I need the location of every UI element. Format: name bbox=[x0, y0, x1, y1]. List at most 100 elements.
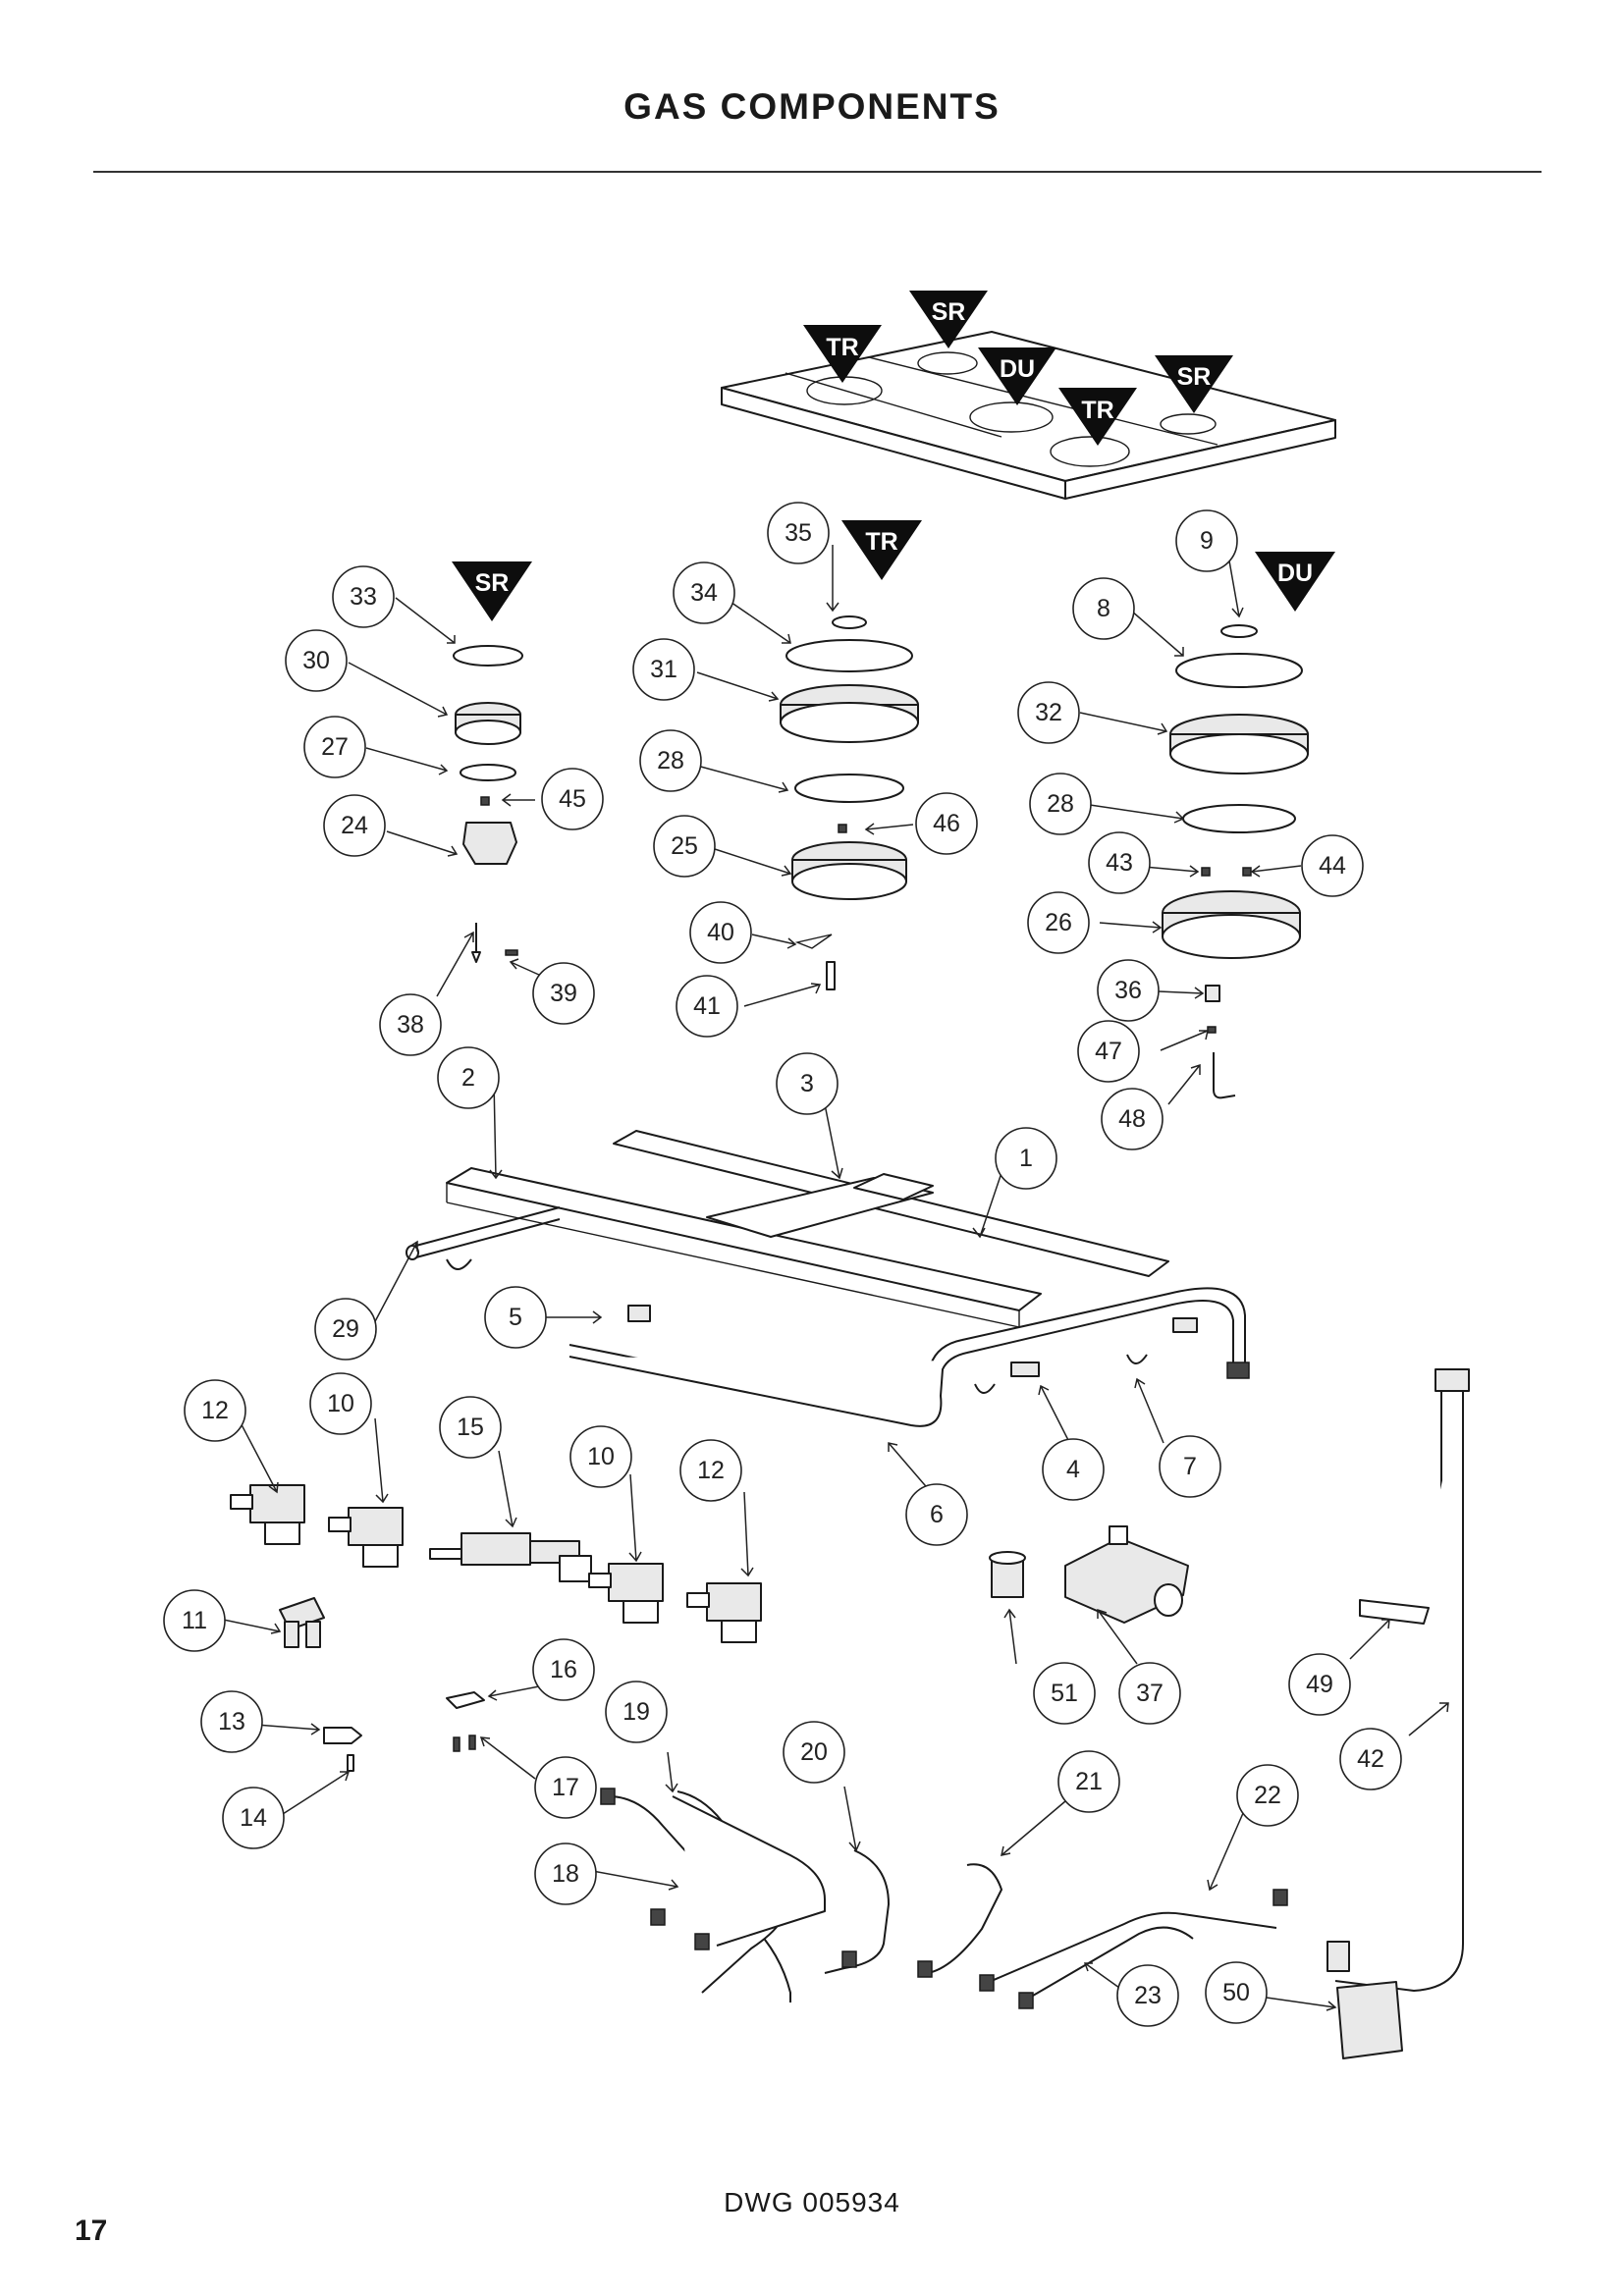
svg-text:46: 46 bbox=[933, 810, 960, 837]
svg-text:48: 48 bbox=[1118, 1105, 1146, 1133]
callout-49: 49 bbox=[1288, 1653, 1351, 1716]
callout-33: 33 bbox=[332, 565, 395, 628]
callout-19: 19 bbox=[605, 1681, 668, 1743]
svg-text:18: 18 bbox=[552, 1860, 579, 1888]
svg-text:14: 14 bbox=[240, 1804, 267, 1832]
svg-text:40: 40 bbox=[707, 919, 734, 946]
svg-text:7: 7 bbox=[1183, 1453, 1197, 1480]
svg-text:28: 28 bbox=[1047, 790, 1074, 818]
callout-4: 4 bbox=[1042, 1438, 1105, 1501]
svg-text:TR: TR bbox=[865, 528, 897, 556]
callout-35: 35 bbox=[767, 502, 830, 564]
svg-text:12: 12 bbox=[201, 1397, 229, 1424]
callout-41: 41 bbox=[676, 975, 738, 1038]
callout-48: 48 bbox=[1101, 1088, 1164, 1150]
svg-text:TR: TR bbox=[826, 334, 858, 361]
callout-36: 36 bbox=[1097, 959, 1160, 1022]
svg-text:27: 27 bbox=[321, 733, 349, 761]
svg-text:28: 28 bbox=[657, 747, 684, 774]
callout-9: 9 bbox=[1175, 509, 1238, 572]
svg-text:15: 15 bbox=[457, 1414, 484, 1441]
svg-text:SR: SR bbox=[932, 298, 966, 326]
svg-text:30: 30 bbox=[302, 647, 330, 674]
badge-cooktop-4: TR bbox=[1058, 388, 1137, 446]
svg-text:29: 29 bbox=[332, 1315, 359, 1343]
callout-43: 43 bbox=[1088, 831, 1151, 894]
svg-text:SR: SR bbox=[1177, 363, 1212, 391]
svg-text:24: 24 bbox=[341, 812, 368, 839]
svg-text:20: 20 bbox=[800, 1738, 828, 1766]
callout-8: 8 bbox=[1072, 577, 1135, 640]
svg-text:25: 25 bbox=[671, 832, 698, 860]
callout-45: 45 bbox=[541, 768, 604, 830]
badge-small-rapid: SR bbox=[452, 561, 532, 621]
badge-triple-ring: TR bbox=[841, 520, 922, 580]
svg-text:21: 21 bbox=[1075, 1768, 1103, 1795]
svg-text:35: 35 bbox=[785, 519, 812, 547]
callout-18: 18 bbox=[534, 1842, 597, 1905]
callout-42: 42 bbox=[1339, 1728, 1402, 1790]
svg-text:8: 8 bbox=[1097, 595, 1110, 622]
callout-29: 29 bbox=[314, 1298, 377, 1361]
page-number: 17 bbox=[75, 2215, 108, 2247]
callout-6: 6 bbox=[905, 1483, 968, 1546]
burner-parts bbox=[453, 615, 1309, 1099]
svg-text:23: 23 bbox=[1134, 1982, 1162, 2009]
svg-text:10: 10 bbox=[327, 1390, 354, 1417]
svg-text:22: 22 bbox=[1254, 1782, 1281, 1809]
svg-text:DU: DU bbox=[1000, 355, 1035, 383]
callout-20: 20 bbox=[783, 1721, 845, 1784]
svg-text:10: 10 bbox=[587, 1443, 615, 1470]
callout-26: 26 bbox=[1027, 891, 1090, 954]
svg-text:17: 17 bbox=[552, 1774, 579, 1801]
gas-tubes bbox=[600, 1368, 1470, 2059]
callout-10-a: 10 bbox=[309, 1372, 372, 1435]
callout-13: 13 bbox=[200, 1690, 263, 1753]
svg-text:38: 38 bbox=[397, 1011, 424, 1039]
callout-38: 38 bbox=[379, 993, 442, 1056]
callout-28-a: 28 bbox=[639, 729, 702, 792]
title-divider bbox=[93, 171, 1542, 173]
callout-24: 24 bbox=[323, 794, 386, 857]
callout-37: 37 bbox=[1118, 1662, 1181, 1725]
svg-text:TR: TR bbox=[1081, 397, 1113, 424]
svg-text:13: 13 bbox=[218, 1708, 245, 1735]
badge-cooktop-2: SR bbox=[909, 291, 988, 348]
gas-valves bbox=[230, 1484, 1189, 1772]
callout-1: 1 bbox=[995, 1127, 1057, 1190]
callout-15: 15 bbox=[439, 1396, 502, 1459]
svg-text:44: 44 bbox=[1319, 852, 1346, 880]
svg-text:50: 50 bbox=[1222, 1979, 1250, 2006]
callout-11: 11 bbox=[163, 1589, 226, 1652]
callout-22: 22 bbox=[1236, 1764, 1299, 1827]
badge-cooktop-1: TR bbox=[803, 325, 882, 383]
drawing-number: DWG 005934 bbox=[724, 2187, 900, 2217]
svg-text:42: 42 bbox=[1357, 1745, 1384, 1773]
svg-text:32: 32 bbox=[1035, 699, 1062, 726]
callout-21: 21 bbox=[1057, 1750, 1120, 1813]
callout-34: 34 bbox=[673, 561, 735, 624]
svg-text:31: 31 bbox=[650, 656, 677, 683]
callout-28-b: 28 bbox=[1029, 773, 1092, 835]
leader-lines bbox=[213, 545, 1449, 2011]
svg-text:33: 33 bbox=[350, 583, 377, 611]
callout-10-b: 10 bbox=[569, 1425, 632, 1488]
callout-16: 16 bbox=[532, 1638, 595, 1701]
callout-47: 47 bbox=[1077, 1020, 1140, 1083]
callout-7: 7 bbox=[1159, 1435, 1221, 1498]
svg-text:2: 2 bbox=[461, 1064, 475, 1092]
svg-text:6: 6 bbox=[930, 1501, 944, 1528]
svg-text:36: 36 bbox=[1114, 977, 1142, 1004]
svg-text:12: 12 bbox=[697, 1457, 725, 1484]
svg-text:45: 45 bbox=[559, 785, 586, 813]
callout-12-a: 12 bbox=[184, 1379, 246, 1442]
svg-text:39: 39 bbox=[550, 980, 577, 1007]
svg-text:9: 9 bbox=[1200, 527, 1214, 555]
callout-31: 31 bbox=[632, 638, 695, 701]
page-title: GAS COMPONENTS bbox=[623, 86, 1001, 127]
svg-text:26: 26 bbox=[1045, 909, 1072, 936]
svg-text:19: 19 bbox=[623, 1698, 650, 1726]
svg-text:3: 3 bbox=[800, 1070, 814, 1097]
svg-text:34: 34 bbox=[690, 579, 718, 607]
callout-46: 46 bbox=[915, 792, 978, 855]
